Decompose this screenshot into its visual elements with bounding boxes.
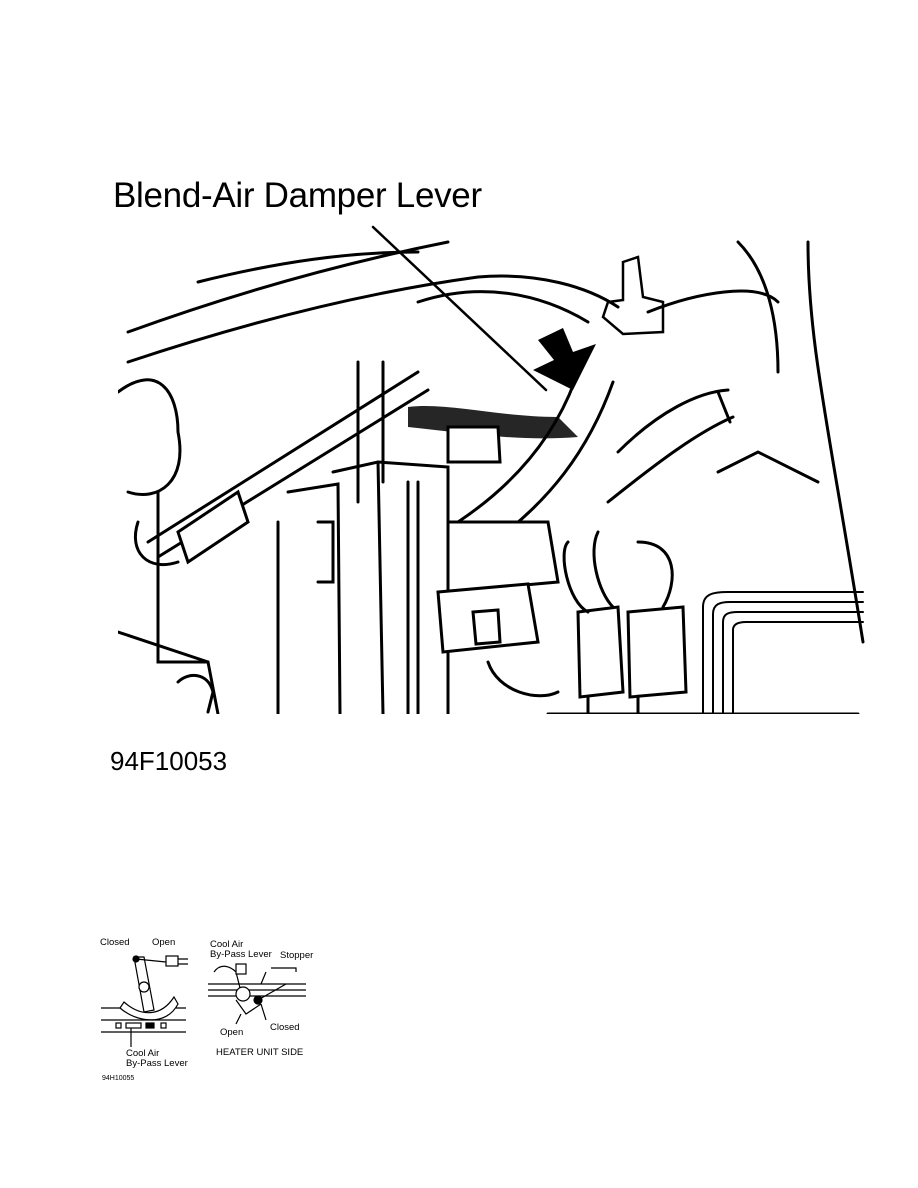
main-illustration — [118, 225, 865, 714]
label-open-left: Open — [152, 937, 176, 948]
label-closed-right: Closed — [270, 1022, 300, 1033]
bypass-lever-diagram: Closed Open Cool Air By-Pass Lever Cool … — [96, 932, 316, 1092]
lever-diagram-drawing — [101, 955, 306, 1047]
label-closed-left: Closed — [100, 937, 130, 948]
figure-id: 94F10053 — [110, 746, 228, 776]
label-stopper: Stopper — [280, 950, 314, 961]
leader-line — [371, 225, 548, 392]
label-lever-right: Cool Air By-Pass Lever — [210, 939, 272, 960]
callout-label: Blend-Air Damper Lever — [113, 176, 482, 215]
label-lever-left: Cool Air By-Pass Lever — [126, 1048, 188, 1069]
label-open-right: Open — [220, 1027, 244, 1038]
small-figure-id: 94H10055 — [102, 1075, 135, 1082]
label-heater-unit-side: HEATER UNIT SIDE — [216, 1047, 304, 1058]
arrow-icon — [533, 328, 596, 390]
